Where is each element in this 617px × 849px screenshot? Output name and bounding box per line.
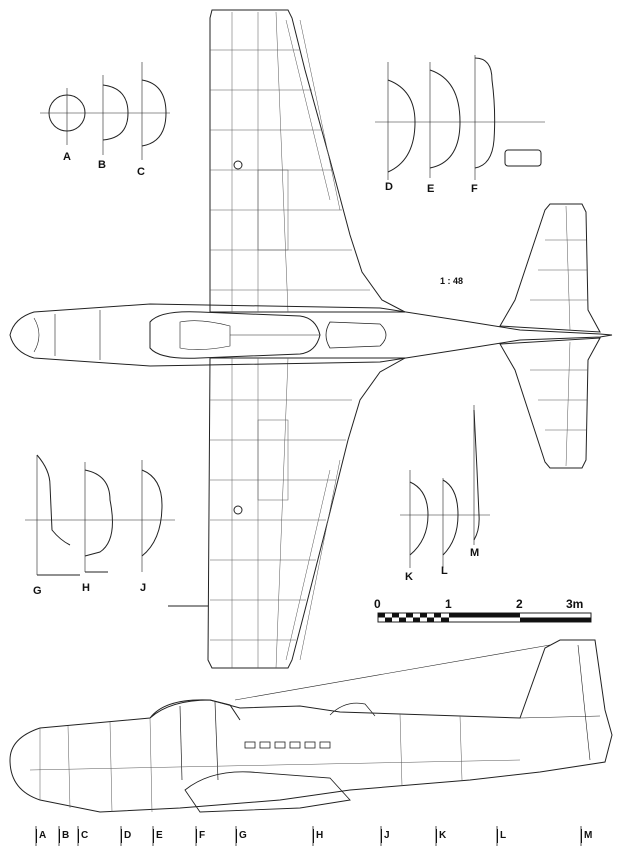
station-label-h: H [312, 829, 324, 843]
plan-view [9, 9, 613, 669]
scale-tick-3: 3m [566, 597, 584, 611]
fuselage-plan [9, 303, 613, 367]
section-label-h: H [82, 582, 90, 594]
side-view [9, 639, 613, 813]
station-label-b: B [58, 829, 70, 843]
scale-tick-1: 1 [445, 597, 452, 611]
section-label-l: L [441, 565, 448, 577]
section-label-d: D [385, 181, 393, 193]
lower-wing [207, 357, 407, 669]
drawing-scale-label: 1 : 48 [440, 276, 464, 286]
section-label-e: E [427, 183, 435, 195]
scale-bar-graphic [377, 612, 592, 623]
scale-tick-2: 2 [516, 597, 523, 611]
station-label-g: G [236, 829, 247, 843]
station-label-c: C [77, 829, 89, 843]
tailplane-upper [499, 203, 601, 333]
fuselage-side [9, 639, 613, 813]
section-label-j: J [140, 582, 147, 594]
station-label-l: L [496, 829, 507, 843]
station-label-f: F [195, 829, 206, 843]
station-label-e: E [153, 829, 163, 843]
section-label-a: A [63, 151, 71, 163]
station-label-d: D [120, 829, 132, 843]
section-label-f: F [471, 183, 478, 195]
station-label-k: K [435, 829, 447, 843]
section-label-k: K [405, 571, 413, 583]
scale-tick-0: 0 [374, 597, 381, 611]
tailplane-lower [499, 337, 601, 469]
section-label-b: B [98, 159, 106, 171]
upper-wing [209, 9, 406, 313]
section-label-c: C [137, 166, 145, 178]
station-label-a: A [35, 829, 47, 843]
cross-sections [25, 55, 545, 576]
canopy-side [149, 699, 241, 721]
section-label-m: M [470, 547, 480, 559]
station-label-m: M [580, 829, 593, 843]
station-label-j: J [381, 829, 390, 843]
section-label-g: G [33, 585, 42, 597]
